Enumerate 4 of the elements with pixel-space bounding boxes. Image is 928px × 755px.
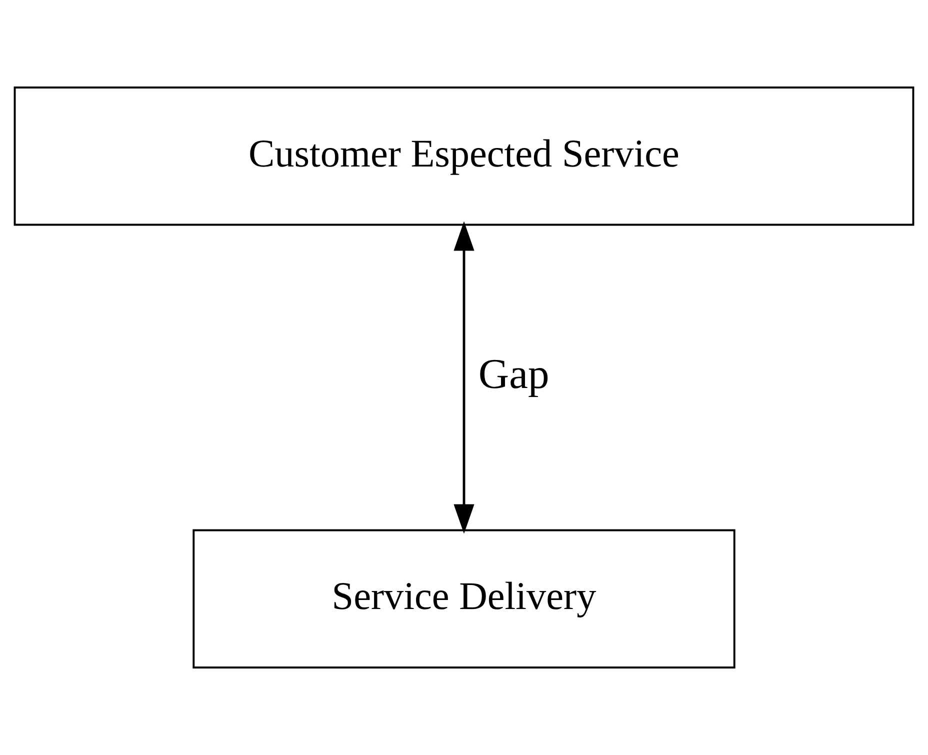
node-box: Customer Espected Service (14, 86, 914, 226)
arrow (454, 221, 474, 534)
edge-label: Gap (478, 350, 550, 398)
node-box: Service Delivery (192, 529, 736, 668)
